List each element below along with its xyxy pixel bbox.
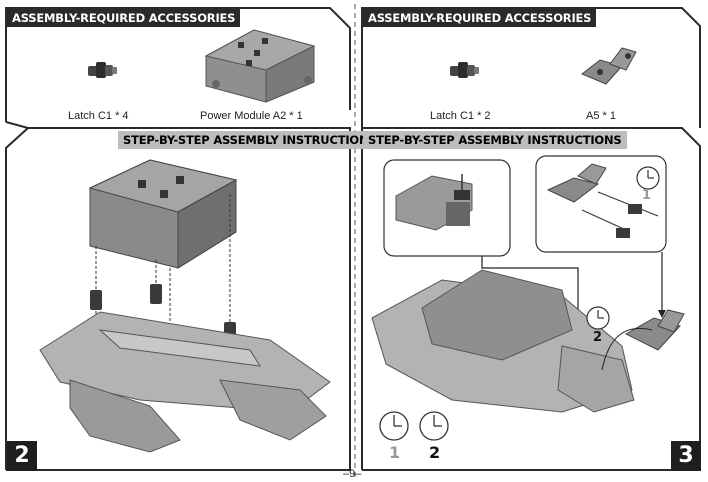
power-module-icon bbox=[204, 29, 316, 103]
right-accessory-label-2: A5 * 1 bbox=[586, 110, 616, 122]
a5-bracket-icon bbox=[581, 47, 637, 85]
latch-icon bbox=[88, 62, 117, 78]
step2-chassis bbox=[39, 311, 331, 453]
legend-clock-label-1: 1 bbox=[389, 443, 401, 462]
page-number: –9– bbox=[343, 468, 362, 480]
right-instructions-title: STEP-BY-STEP ASSEMBLY INSTRUCTIONS bbox=[363, 131, 627, 149]
step-number-right: 3 bbox=[671, 441, 701, 471]
step3-illustration bbox=[371, 155, 685, 441]
legend-clock-1 bbox=[379, 411, 409, 441]
legend-clock-label-2: 2 bbox=[429, 443, 441, 462]
left-accessory-label-2: Power Module A2 * 1 bbox=[200, 110, 303, 122]
detail-clock-label: 1 bbox=[642, 188, 652, 203]
left-accessory-label-1: Latch C1 * 4 bbox=[68, 110, 129, 122]
right-accessories-title: ASSEMBLY-REQUIRED ACCESSORIES bbox=[363, 9, 597, 27]
latch-icon bbox=[450, 62, 479, 78]
left-instructions-title: STEP-BY-STEP ASSEMBLY INSTRUCTIONS bbox=[118, 131, 382, 149]
legend-clock-2 bbox=[419, 411, 449, 441]
step3-chassis bbox=[371, 269, 635, 413]
left-accessories-title: ASSEMBLY-REQUIRED ACCESSORIES bbox=[7, 9, 241, 27]
step2-power-module bbox=[88, 159, 238, 269]
step-number-left: 2 bbox=[7, 441, 37, 471]
right-accessory-label-1: Latch C1 * 2 bbox=[430, 110, 491, 122]
main-clock-label: 2 bbox=[593, 330, 603, 345]
step2-illustration bbox=[39, 159, 331, 453]
